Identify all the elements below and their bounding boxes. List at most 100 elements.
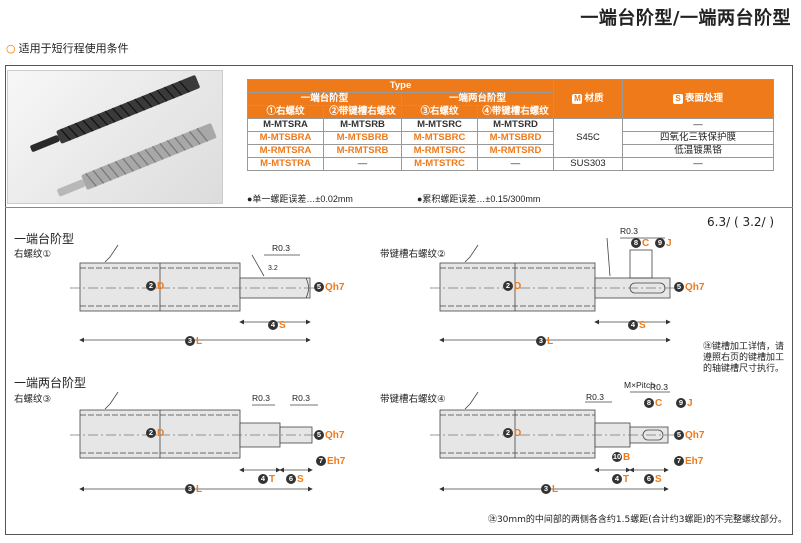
r03-label: R0.3 <box>586 392 604 402</box>
dim-number: 3 <box>185 336 195 346</box>
dim-letter: L <box>547 336 554 347</box>
table-cell: M-MTSTRC <box>401 157 478 171</box>
table-cell: — <box>323 157 402 171</box>
section-title-one-step: 一端台阶型 <box>14 232 75 246</box>
dim-letter: Eh7 <box>685 456 704 467</box>
drawing-right-thread-1 <box>70 244 320 343</box>
dim-letter: D <box>514 428 522 439</box>
surface-header-label: 表面处理 <box>684 93 723 104</box>
dim-letter: S <box>639 320 646 331</box>
dim-letter: S <box>297 474 304 485</box>
dim-number: 2 <box>503 281 513 291</box>
dim-number: 5 <box>674 282 684 292</box>
surface-badge: S <box>672 94 683 104</box>
material-header-label: 材质 <box>584 93 604 104</box>
dim-number: 5 <box>314 282 324 292</box>
sub-header-4: ④带键槽右螺纹 <box>477 105 554 119</box>
dim-number: 7 <box>316 456 326 466</box>
dim-number: 2 <box>146 428 156 438</box>
dim-letter: J <box>687 398 693 409</box>
single-pitch-error-note: ●单一螺距误差…±0.02mm <box>247 194 353 204</box>
section-divider <box>5 207 793 208</box>
dim-letter: C <box>642 238 650 249</box>
table-cell: M-MTSTRA <box>247 157 324 171</box>
subtitle-right-thread-3: 右螺纹③ <box>14 394 52 405</box>
dim-number: 4 <box>268 320 278 330</box>
sub-header-2: ②带键槽右螺纹 <box>323 105 402 119</box>
dim-letter: D <box>514 281 522 292</box>
dim-number: 9 <box>676 398 686 408</box>
dim-letter: L <box>196 484 203 495</box>
dim-number: 7 <box>674 456 684 466</box>
dim-letter: T <box>623 474 630 485</box>
dim-letter: L <box>552 484 559 495</box>
dim-letter: L <box>196 336 203 347</box>
material-badge: M <box>572 94 583 104</box>
subtitle-keyway-right-thread-2: 带键槽右螺纹② <box>380 249 446 260</box>
dim-letter: J <box>666 238 672 249</box>
dim-letter: Qh7 <box>325 430 345 441</box>
thread-footnote: ㊟30mm的中间部的两侧各含约1.5螺距(合计约3螺距)的不完整螺纹部分。 <box>487 515 787 525</box>
subtitle-keyway-right-thread-4: 带键槽右螺纹④ <box>380 394 446 405</box>
dim-letter: Qh7 <box>685 430 705 441</box>
r03-label: R0.3 <box>620 226 638 236</box>
dim-number: 10 <box>612 452 622 462</box>
surface-cell: — <box>622 157 774 171</box>
dim-number: 8 <box>644 398 654 408</box>
roughness-32-label: 3.2 <box>268 265 278 272</box>
r03-label: R0.3 <box>292 393 310 403</box>
usage-condition: ○适用于短行程使用条件 <box>6 40 129 56</box>
dim-number: 8 <box>631 238 641 248</box>
dim-letter: Qh7 <box>685 282 705 293</box>
dim-number: 5 <box>674 430 684 440</box>
lead-screw-photo-illustration <box>30 75 217 197</box>
usage-condition-text: 适用于短行程使用条件 <box>18 42 129 55</box>
main-frame <box>5 65 793 535</box>
r03-label: R0.3 <box>650 382 668 392</box>
surface-roughness-symbol: 6.3/ ( 3.2/ ) <box>707 215 775 229</box>
dim-number: 2 <box>503 428 513 438</box>
dim-letter: D <box>157 428 165 439</box>
dim-number: 2 <box>146 281 156 291</box>
dim-number: 6 <box>286 474 296 484</box>
dim-letter: B <box>623 452 631 463</box>
group-two-step: 一端两台阶型 <box>401 92 554 106</box>
dim-number: 3 <box>541 484 551 494</box>
dim-letter: C <box>655 398 663 409</box>
r03-label: R0.3 <box>252 393 270 403</box>
circle-bullet-icon: ○ <box>6 42 16 55</box>
dim-number: 6 <box>644 474 654 484</box>
cumulative-pitch-error-note: ●累积螺距误差…±0.15/300mm <box>417 194 541 204</box>
dim-number: 3 <box>185 484 195 494</box>
subtitle-right-thread-1: 右螺纹① <box>14 249 52 260</box>
dim-letter: Qh7 <box>325 282 345 293</box>
drawing-keyway-right-thread-2 <box>430 237 680 343</box>
sub-header-1: ①右螺纹 <box>247 105 324 119</box>
r03-label: R0.3 <box>272 243 290 253</box>
dim-number: 4 <box>612 474 622 484</box>
page-title: 一端台阶型/一端两台阶型 <box>580 8 791 29</box>
dim-letter: S <box>655 474 662 485</box>
keyway-side-note: ㊟键槽加工详情，请遵照右页的键槽加工的轴键槽尺寸执行。 <box>703 342 785 374</box>
